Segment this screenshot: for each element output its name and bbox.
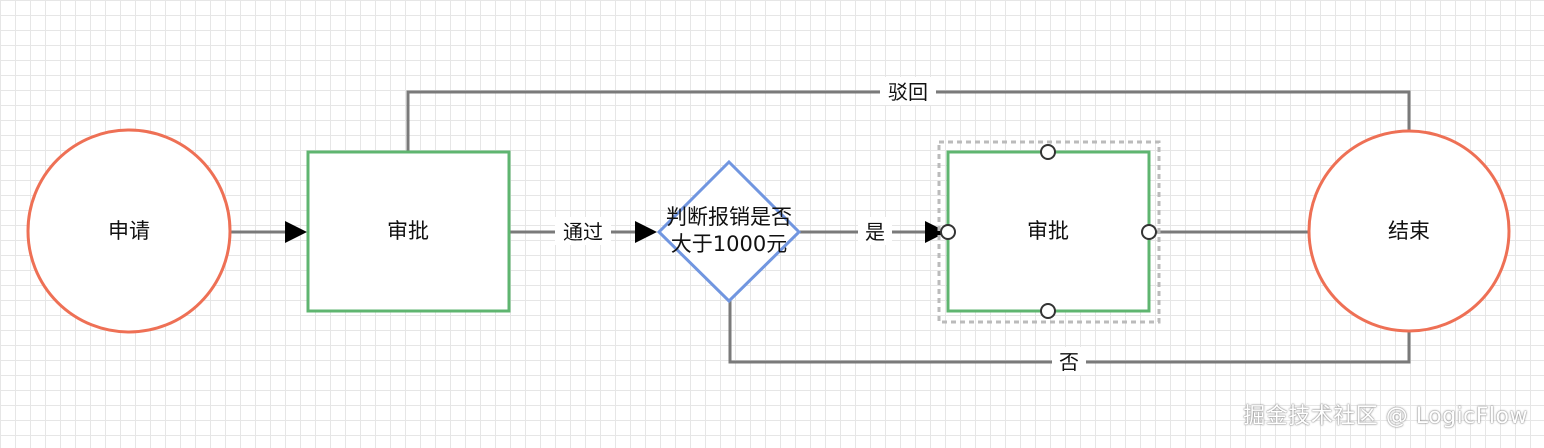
edge-end-to-approve1[interactable]: 驳回 [406, 77, 1411, 151]
selection-outline [937, 140, 1161, 324]
edge-approve1-to-decision[interactable]: 通过 [510, 217, 657, 245]
approve-node-1[interactable]: 审批 [306, 150, 511, 313]
start-node-label: 申请 [108, 219, 150, 243]
approve-node-2[interactable]: 审批 [937, 140, 1161, 324]
edge-start-to-approve1[interactable] [230, 221, 307, 243]
anchor-bottom[interactable] [1040, 303, 1056, 319]
edge-label-reject: 驳回 [888, 80, 928, 104]
end-node[interactable]: 结束 [1307, 129, 1511, 333]
anchor-left[interactable] [940, 224, 956, 240]
approve-node-1-label: 审批 [387, 219, 429, 243]
approve-node-2-label: 审批 [1027, 219, 1069, 243]
watermark: 掘金技术社区 @ LogicFlow [1243, 404, 1528, 429]
edge-label-bg [858, 217, 892, 245]
end-node-label: 结束 [1388, 219, 1430, 243]
decision-node-label-line2: 大于1000元 [671, 232, 787, 256]
edge-label-bg [880, 77, 936, 105]
edge-label-no: 否 [1059, 350, 1079, 374]
edge-decision-to-end[interactable]: 否 [728, 301, 1411, 375]
edge-label-bg [1052, 347, 1086, 375]
edge-label-pass: 通过 [563, 220, 603, 244]
edge-label-bg [555, 217, 611, 245]
decision-node[interactable]: 判断报销是否 大于1000元 [656, 159, 802, 304]
decision-node-label-line1: 判断报销是否 [666, 205, 792, 229]
start-node[interactable]: 申请 [26, 128, 232, 334]
anchor-top[interactable] [1040, 144, 1056, 160]
edge-label-yes: 是 [865, 220, 885, 244]
edge-decision-to-approve2[interactable]: 是 [800, 217, 947, 245]
anchor-right[interactable] [1141, 224, 1157, 240]
